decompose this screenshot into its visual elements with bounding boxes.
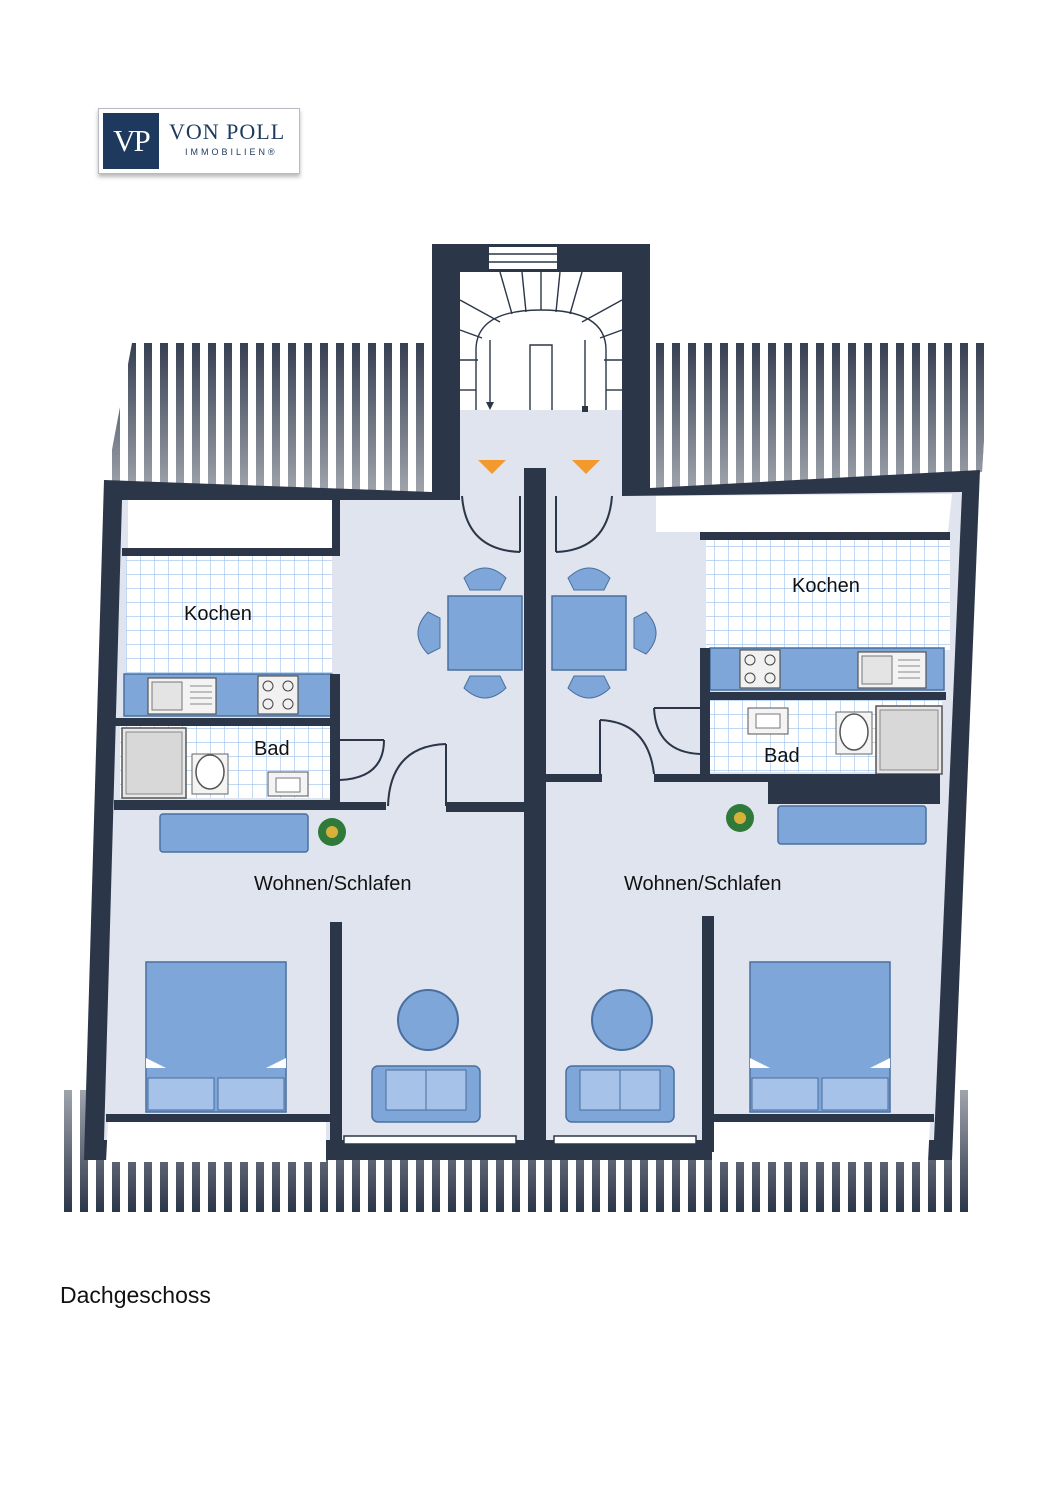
bath-door-left bbox=[339, 739, 385, 781]
room-label-bath-left: Bad bbox=[254, 738, 290, 760]
logo-subtitle: IMMOBILIEN® bbox=[185, 147, 278, 157]
wall-kitchen-left bbox=[122, 548, 336, 556]
sideboard-right bbox=[777, 805, 927, 845]
coffee-table-left bbox=[397, 989, 459, 1051]
shower-left bbox=[121, 727, 187, 799]
plant-left bbox=[318, 818, 346, 846]
entry-doors bbox=[461, 495, 613, 553]
floor-label: Dachgeschoss bbox=[60, 1282, 211, 1308]
dining-table-right bbox=[551, 567, 657, 699]
kitchen-right-tiles bbox=[706, 538, 950, 650]
knee-wall-left-bottom bbox=[106, 1122, 326, 1162]
window-right bbox=[553, 1135, 697, 1145]
bath-door-right bbox=[653, 707, 701, 755]
stove-right bbox=[739, 649, 781, 689]
wall-kitchen-bath-right bbox=[700, 692, 946, 700]
partition-left bbox=[330, 922, 342, 1152]
coffee-table-right bbox=[591, 989, 653, 1051]
shower-right bbox=[875, 705, 943, 775]
wall-kitchen-right bbox=[700, 532, 950, 540]
logo-name: VON POLL bbox=[169, 119, 286, 144]
von-poll-logo: VP VON POLL IMMOBILIEN® bbox=[98, 108, 300, 174]
stairwell bbox=[459, 245, 623, 412]
kitchen-left-tiles bbox=[126, 556, 332, 674]
bed-left bbox=[145, 961, 287, 1113]
washbasin-left bbox=[267, 771, 309, 797]
partition-right bbox=[702, 916, 714, 1152]
sofa-left bbox=[371, 1065, 481, 1123]
plant-right bbox=[726, 804, 754, 832]
sofa-right bbox=[565, 1065, 675, 1123]
room-label-kitchen-left: Kochen bbox=[184, 603, 252, 625]
toilet-left bbox=[191, 753, 229, 795]
room-label-bath-right: Bad bbox=[764, 745, 800, 767]
washbasin-right bbox=[747, 707, 789, 735]
sideboard-left bbox=[159, 813, 309, 853]
room-label-living-left: Wohnen/Schlafen bbox=[254, 873, 412, 895]
room-label-living-right: Wohnen/Schlafen bbox=[624, 873, 782, 895]
sink-right bbox=[857, 651, 927, 689]
wall-bath-bottom-left bbox=[114, 800, 340, 810]
dining-table-left bbox=[417, 567, 523, 699]
room-label-kitchen-right: Kochen bbox=[792, 575, 860, 597]
wall-bath-bottom-right bbox=[700, 774, 940, 782]
living-door-right bbox=[599, 719, 655, 775]
wall-kitchen-bath-left bbox=[110, 718, 340, 726]
logo-mark: VP bbox=[103, 113, 159, 169]
bed-right bbox=[749, 961, 891, 1113]
central-wall bbox=[524, 468, 546, 1154]
knee-wall-left-top bbox=[128, 500, 332, 552]
sink-left bbox=[147, 677, 217, 715]
toilet-right bbox=[835, 711, 873, 755]
knee-wall-right-top bbox=[656, 494, 952, 532]
entry-marker-left bbox=[478, 460, 506, 474]
window-left bbox=[343, 1135, 517, 1145]
entry-marker-right bbox=[572, 460, 600, 474]
stove-left bbox=[257, 675, 299, 715]
knee-wall-right-bottom bbox=[712, 1122, 930, 1162]
living-door-left bbox=[387, 743, 447, 807]
